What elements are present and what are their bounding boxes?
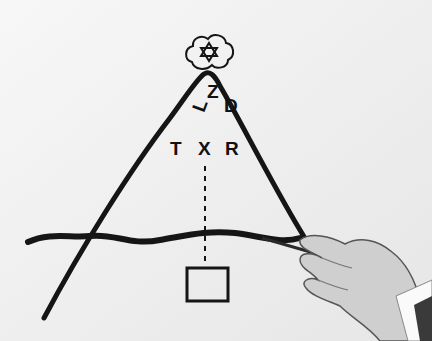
hand — [300, 236, 432, 341]
mountain-outline — [44, 73, 334, 318]
square — [187, 268, 228, 301]
sleeve — [414, 296, 432, 341]
cloud — [186, 35, 233, 69]
letter-label: T — [170, 139, 182, 158]
letter-label: D — [224, 96, 238, 115]
letter-label: R — [225, 139, 239, 158]
letter-label: X — [198, 139, 211, 158]
star-of-david — [201, 43, 217, 61]
finger-lines — [318, 258, 352, 290]
dashed-line — [204, 166, 206, 264]
wavy-line — [28, 232, 300, 242]
letter-label: Z — [207, 82, 219, 101]
shirt-cuff — [396, 280, 432, 341]
